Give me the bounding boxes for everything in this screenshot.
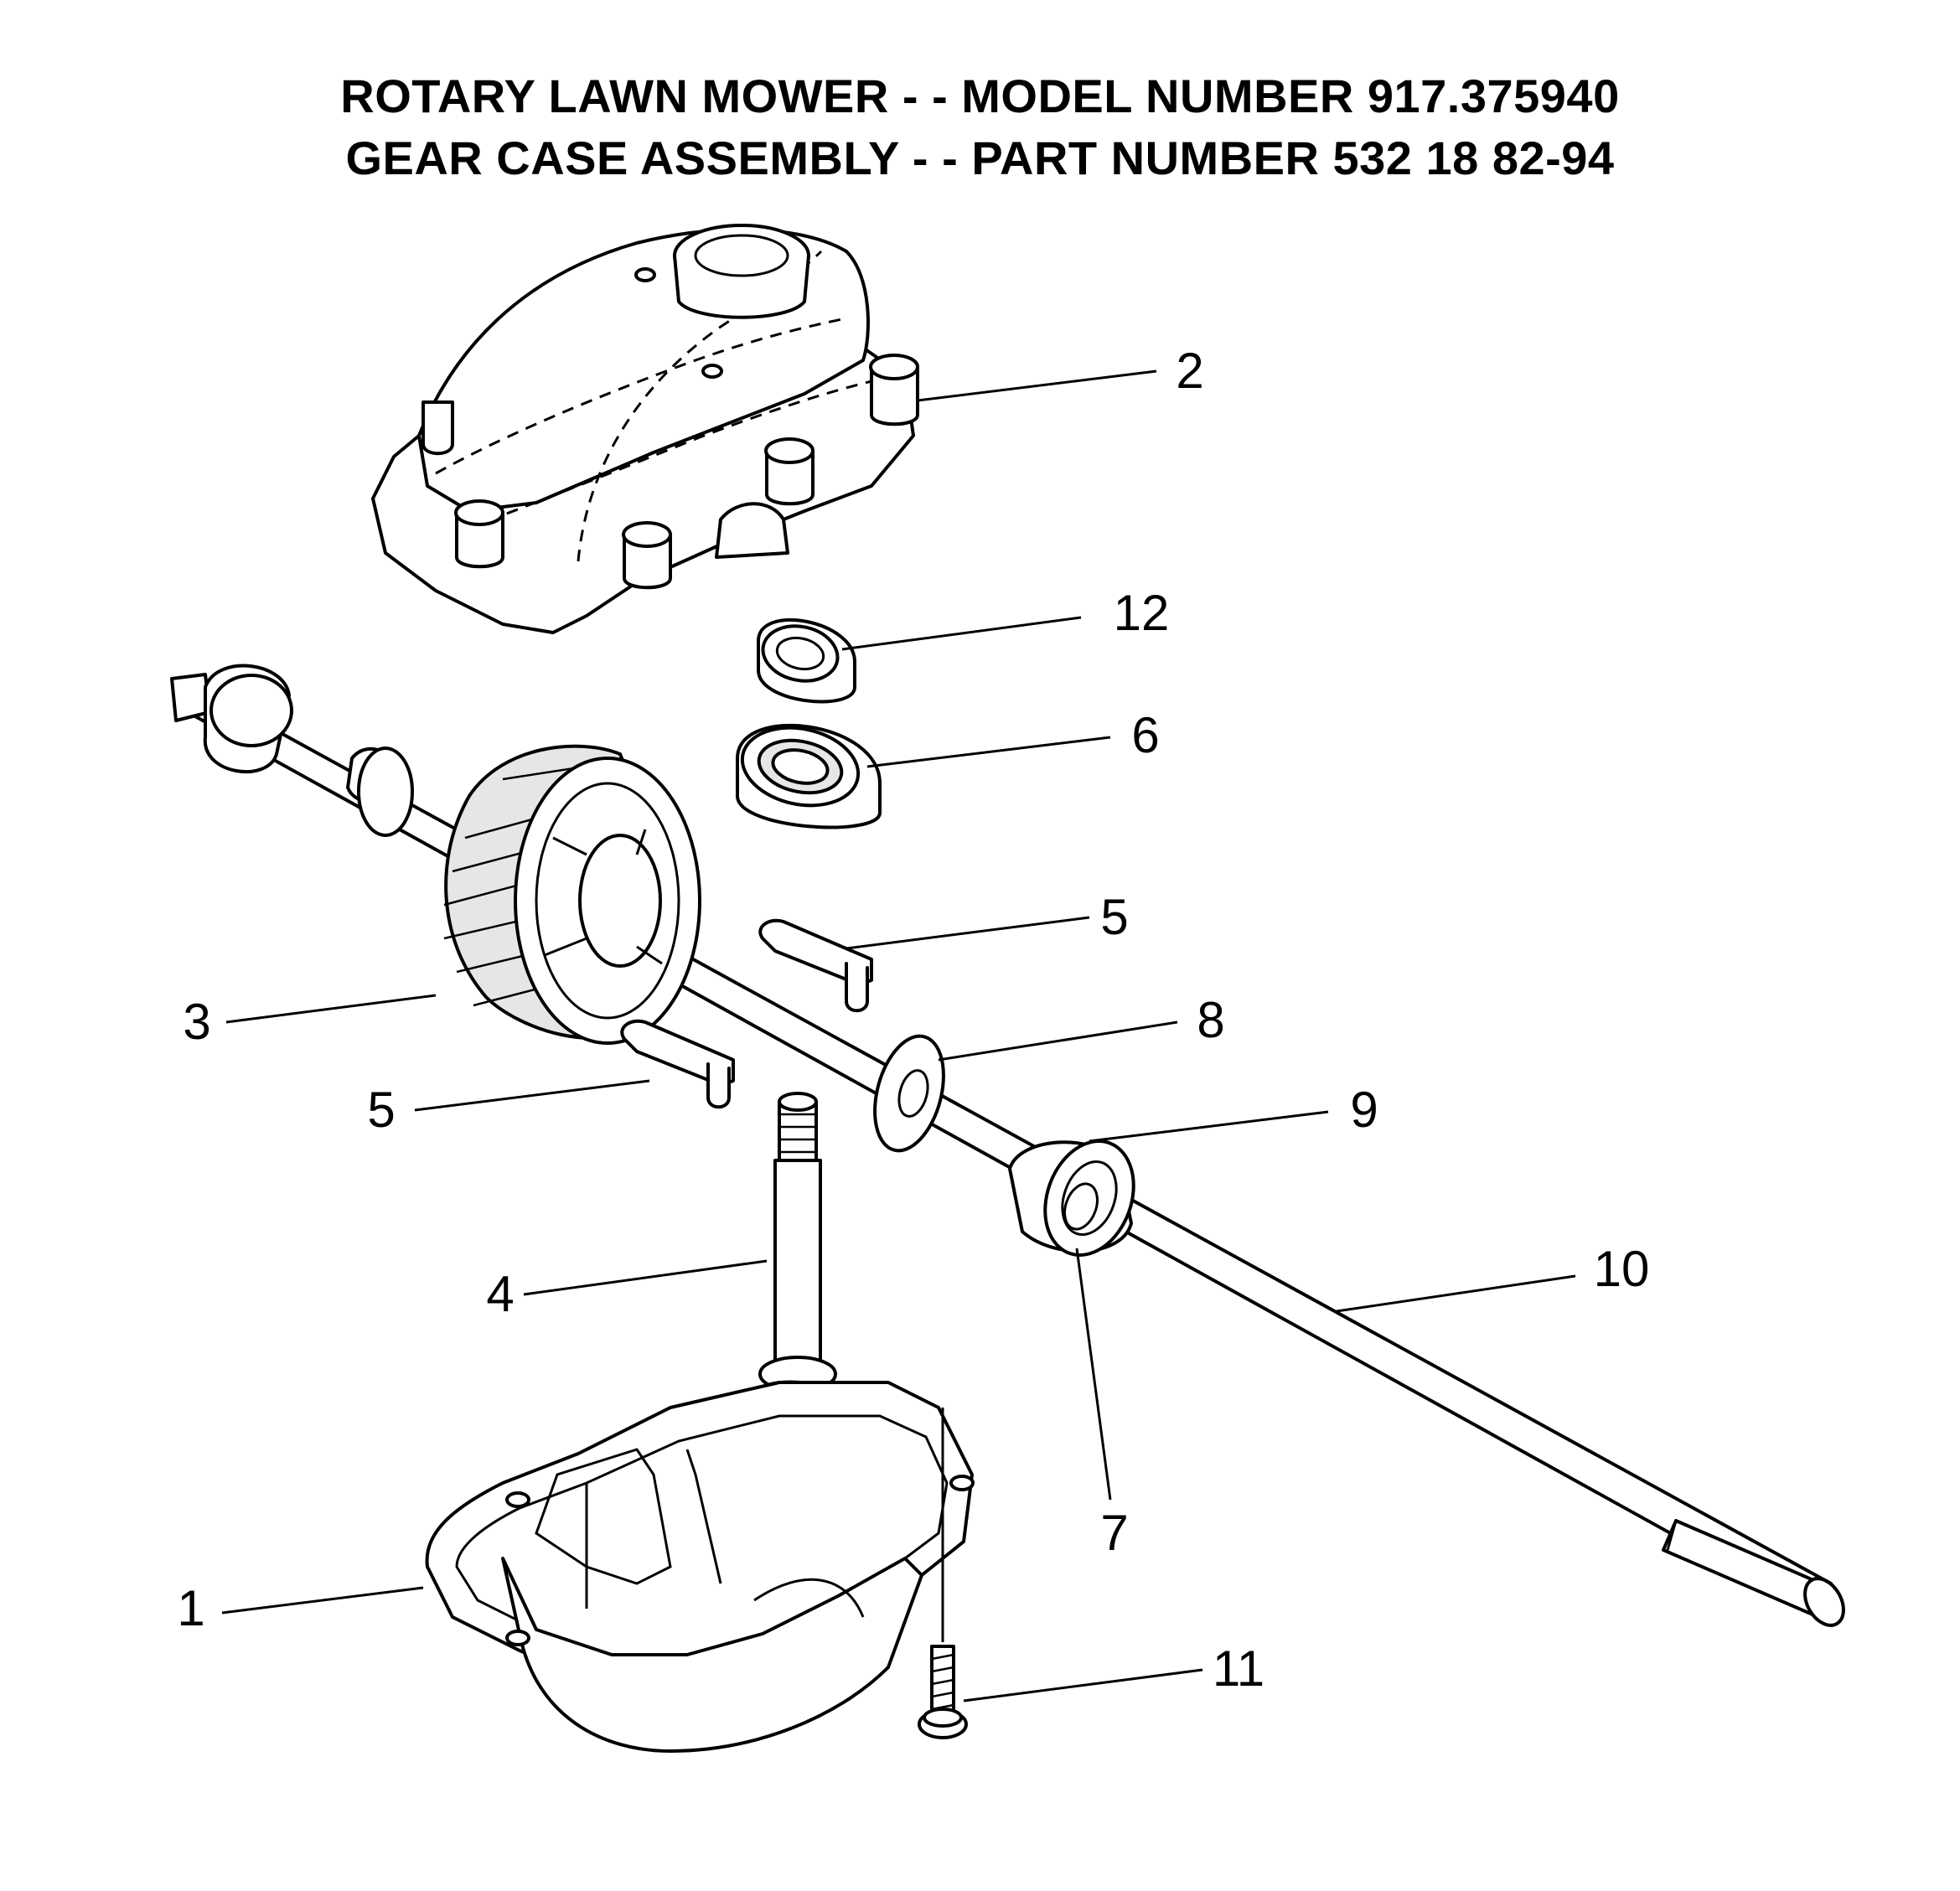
callout-3: 3 <box>183 994 210 1050</box>
part-washer <box>873 1034 945 1153</box>
callout-5-lower: 5 <box>367 1082 395 1138</box>
diagram-title-line1: ROTARY LAWN MOWER - - MODEL NUMBER 917.3… <box>340 70 1620 122</box>
callout-5-upper: 5 <box>1100 889 1128 945</box>
part-pin-lower <box>620 1019 735 1109</box>
callout-6: 6 <box>1131 707 1159 763</box>
part-shaft-end-bushing <box>170 664 414 837</box>
part-pin-upper <box>758 918 873 1013</box>
part-shaft-seal <box>1063 1182 1099 1231</box>
part-drive-gear <box>443 744 701 1045</box>
part-gear-case-base <box>425 1381 975 1753</box>
part-bushing <box>1008 1139 1135 1257</box>
part-gear-case-cover <box>371 224 919 634</box>
callout-10: 10 <box>1594 1241 1650 1297</box>
diagram-title-line2: GEAR CASE ASSEMBLY - - PART NUMBER 532 1… <box>345 132 1615 184</box>
callout-4: 4 <box>486 1266 514 1322</box>
callout-7: 7 <box>1100 1505 1128 1561</box>
part-seal <box>757 617 856 704</box>
leader-lines <box>221 369 1576 1702</box>
callout-numbers: 2 12 6 5 3 8 5 9 4 10 7 1 11 <box>177 343 1649 1697</box>
part-ball-bearing <box>736 723 882 829</box>
callout-12: 12 <box>1114 585 1170 641</box>
callout-11: 11 <box>1213 1640 1264 1697</box>
part-screw <box>918 1408 968 1739</box>
callout-8: 8 <box>1197 992 1224 1048</box>
callout-1: 1 <box>177 1580 204 1636</box>
callout-9: 9 <box>1350 1082 1378 1138</box>
callout-2: 2 <box>1176 343 1203 399</box>
